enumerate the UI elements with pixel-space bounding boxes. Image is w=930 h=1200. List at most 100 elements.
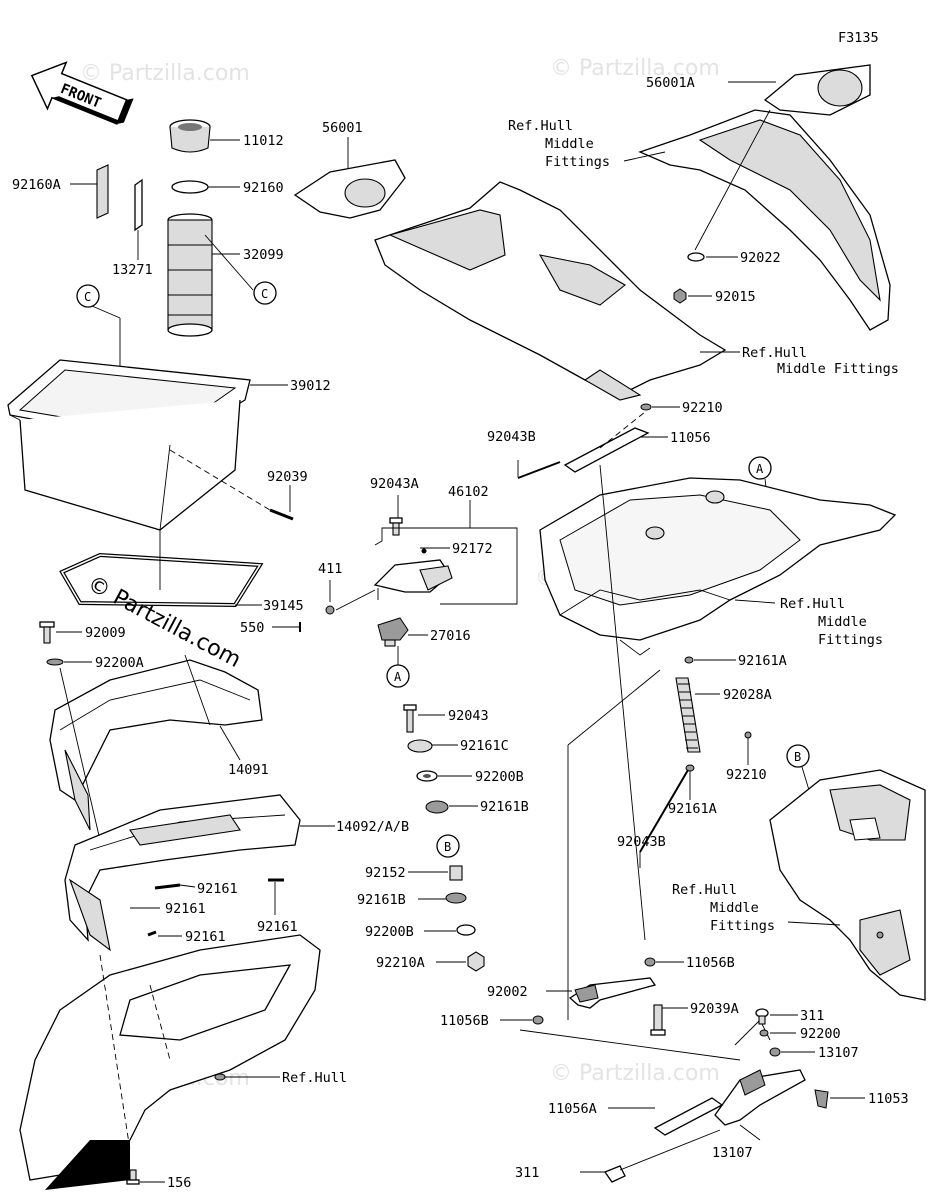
label-ref-hull-mid-1: Ref.Hull [742,345,807,361]
label-39145: 39145 [263,598,304,614]
bushing-92028A-top [644,957,656,967]
nut-92210-top [640,403,652,411]
label-92172: 92172 [452,541,493,557]
label-92039: 92039 [267,469,308,485]
label-92043B-lower: 92043B [617,834,666,850]
latch-11056A [714,1069,806,1126]
pin-11053 [814,1089,829,1109]
label-92039A-upper: 311 [800,1008,824,1024]
washer-92200B-lower [456,924,476,936]
label-92161C: 92161C [460,738,509,754]
label-ref-hull-mid-2: Middle Fittings [777,361,899,377]
callout-b-center [436,834,460,858]
label-ref-hull-top-3: Fittings [545,154,610,170]
label-92210-top: 92210 [682,400,723,416]
hull-right-section [769,769,926,1001]
label-46102: 46102 [448,484,489,500]
label-ref-hull-bottom-3: Fittings [710,918,775,934]
nut-92210-lower [744,731,752,739]
label-92161-b: 92161 [257,919,298,935]
label-311: 92200 [800,1026,841,1042]
label-156: 156 [167,1175,191,1191]
label-550: 550 [240,620,264,636]
callout-b-center-label: B [444,840,451,854]
callout-c-left [76,284,100,308]
label-92043B-top: 92043B [487,429,536,445]
collar-92152 [449,865,463,881]
label-92161B: 92161B [480,799,529,815]
callout-c-top [253,281,277,305]
label-56001: 56001 [322,120,363,136]
label-92022: 92022 [740,250,781,266]
label-92043A: 92043A [370,476,419,492]
label-92028A-top: 11056B [686,955,735,971]
screw-92009 [39,621,55,644]
label-92009: 92009 [85,625,126,641]
bushing-92161B [425,800,449,814]
label-92160: 92160 [243,180,284,196]
bracket-11056 [563,427,650,473]
nut-92210A [467,951,485,972]
label-ref-hull-top-2: Middle [545,136,594,152]
nut-311 [759,1029,769,1037]
bolt-92043 [403,704,417,733]
label-92161-d: 92161 [185,929,226,945]
middle-fittings-tray [539,477,897,656]
knob-27016 [377,617,409,647]
cap-11012 [169,119,211,153]
label-ref-hull: Ref.Hull [282,1070,347,1086]
label-92152: 92152 [365,865,406,881]
nut-92015 [673,288,687,304]
label-92160A: 92160A [12,177,61,193]
label-92028-top: 92161A [738,653,787,669]
washer-92200 [769,1047,781,1057]
hull-front [19,934,321,1190]
label-92161A: 92028A [723,687,772,703]
label-ref-hull-bottom-2: Middle [710,900,759,916]
mirror-56001 [293,159,406,219]
strip-92160A [96,164,109,219]
label-92028A-lower: 11056B [440,1013,489,1029]
label-13271: 13271 [112,262,153,278]
label-11056: 11056 [670,430,711,446]
watermark-faint-2: © Partzilla.com [550,56,720,81]
label-92161-a: 92161 [197,881,238,897]
label-92161B-lower: 92161B [357,892,406,908]
label-11053: 11053 [868,1091,909,1107]
latch-11056B [568,977,657,1009]
label-13107: 11056A [548,1101,597,1117]
label-56001A: 56001A [646,75,695,91]
cover-14091 [49,659,263,831]
label-14091: 14091 [228,762,269,778]
label-92043: 92043 [448,708,489,724]
washer-92200A [46,658,64,666]
label-11056A: 13107 [712,1145,753,1161]
bushing-92028A-lower [532,1015,544,1025]
bushing-92028-top [684,656,694,664]
screw-156 [126,1169,140,1185]
label-ref-hull-right-1: Ref.Hull [780,596,845,612]
callout-b-right [786,744,810,768]
spring-92161A [675,677,701,753]
washer-92022 [687,252,705,262]
watermark-faint-5: © Partzilla.com [550,1061,720,1086]
pin-92172 [421,548,427,554]
callout-a-center-label: A [394,670,402,684]
panel-middle [374,181,727,401]
label-411: 411 [318,561,342,577]
label-92039A-lower: 311 [515,1165,539,1181]
label-92210A: 92210A [376,955,425,971]
washer-411 [325,605,335,615]
label-ref-hull-bottom-1: Ref.Hull [672,882,737,898]
callout-a-right-label: A [756,462,764,476]
label-92015: 92015 [715,289,756,305]
callout-c-left-label: C [84,290,91,304]
label-ref-hull-right-3: Fittings [818,632,883,648]
label-92200B-lower: 92200B [365,924,414,940]
bolt-92043A [389,517,403,536]
label-92002: 92039A [690,1001,739,1017]
bracket-13271 [134,178,143,232]
label-92028-lower: 92161A [668,801,717,817]
